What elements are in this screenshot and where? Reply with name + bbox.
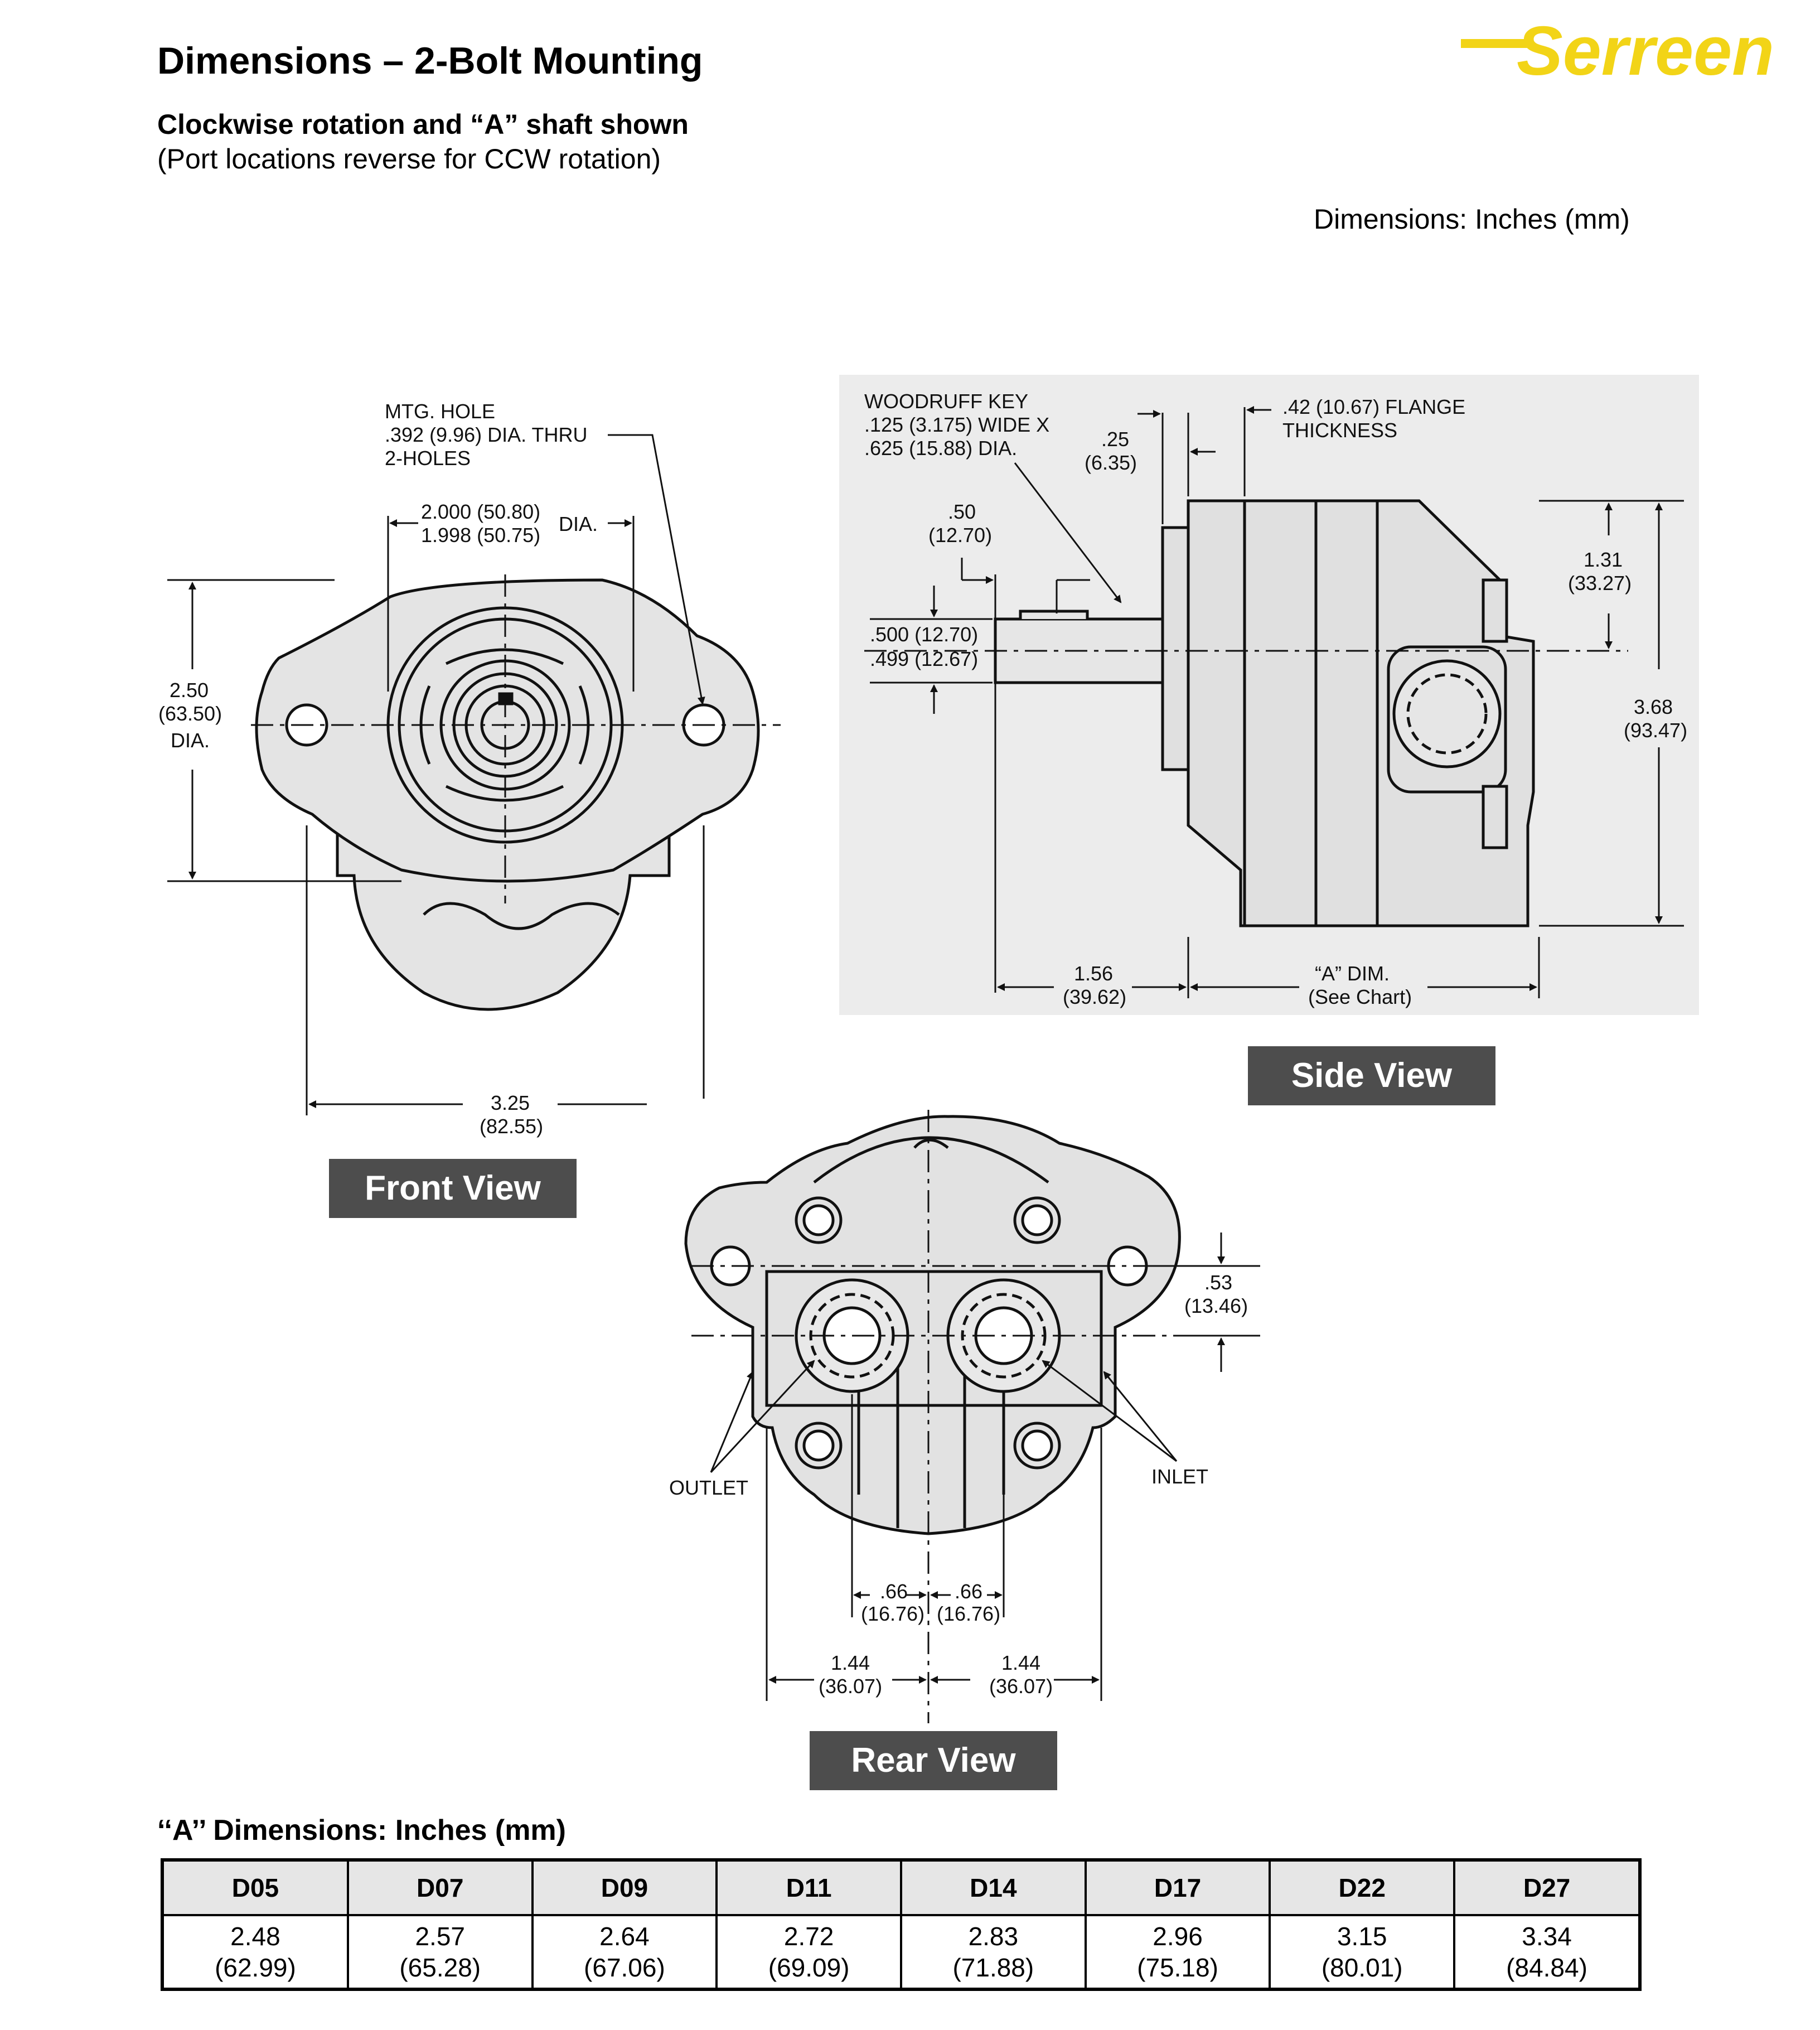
dimension-label: .500 (12.70) [870, 623, 978, 646]
dimension-label: .625 (15.88) DIA. [864, 437, 1017, 460]
rear-view-dimensions [710, 1232, 1260, 1701]
dimension-label: (63.50) [158, 702, 222, 725]
model-header: D09 [531, 1859, 718, 1916]
dimension-label: (12.70) [928, 524, 992, 547]
dimension-label: .42 (10.67) FLANGE [1282, 395, 1465, 418]
table-cell: 3.15(80.01) [1269, 1914, 1456, 1990]
side-view-dimensions [870, 406, 1684, 998]
dimension-label: (39.62) [1063, 985, 1126, 1008]
dimension-label: (33.27) [1568, 572, 1632, 594]
table-header-row: D05 D07 D09 D11 D14 D17 D22 D27 [161, 1859, 1641, 1916]
dimension-label: .50 [948, 500, 976, 523]
side-view-label: Side View [1248, 1046, 1495, 1105]
front-view-centerlines [251, 574, 781, 903]
dimension-label: (6.35) [1085, 451, 1137, 474]
dimension-label: DIA. [171, 729, 210, 752]
dimension-label: (36.07) [989, 1675, 1053, 1698]
dimension-label: .499 (12.67) [870, 647, 978, 670]
units-note: Dimensions: Inches (mm) [1314, 204, 1630, 235]
model-header: D05 [161, 1859, 349, 1916]
table-cell: 2.96(75.18) [1084, 1914, 1271, 1990]
dimension-label: .53 [1204, 1271, 1232, 1294]
dimension-label: (See Chart) [1308, 985, 1412, 1008]
logo-wordmark: Serreen [1517, 13, 1774, 86]
brand-logo: Serreen [1461, 13, 1774, 86]
table-cell: 2.72(69.09) [715, 1914, 902, 1990]
table-cell: 2.57(65.28) [346, 1914, 534, 1990]
table-cell: 3.34(84.84) [1453, 1914, 1641, 1990]
rear-view-drawing [684, 1115, 1181, 1535]
dimension-label: DIA. [559, 513, 598, 535]
front-view-text: MTG. HOLE .392 (9.96) DIA. THRU 2-HOLES … [158, 400, 598, 1138]
dimension-label: (82.55) [480, 1115, 543, 1138]
dimension-label: “A” DIM. [1315, 962, 1390, 985]
dimension-label: 3.68 [1634, 695, 1673, 718]
dimension-label: OUTLET [669, 1476, 748, 1499]
dimension-label: (16.76) [937, 1602, 1000, 1625]
model-header: D14 [899, 1859, 1087, 1916]
dimension-label: (93.47) [1624, 719, 1687, 742]
model-header: D22 [1269, 1859, 1456, 1916]
page-subtitle: Clockwise rotation and “A” shaft shown [157, 109, 689, 140]
front-view-drawing [255, 578, 760, 1011]
dimension-label: 2-HOLES [385, 447, 471, 470]
dimension-label: .392 (9.96) DIA. THRU [385, 423, 587, 446]
dimension-label: MTG. HOLE [385, 400, 495, 423]
model-header: D17 [1084, 1859, 1271, 1916]
dimension-label: (13.46) [1184, 1294, 1248, 1317]
dimension-label: .125 (3.175) WIDE X [864, 413, 1049, 436]
model-header: D11 [715, 1859, 902, 1916]
dimension-label: THICKNESS [1282, 419, 1397, 442]
dimension-label: (16.76) [861, 1602, 924, 1625]
dimension-label: 1.31 [1584, 548, 1623, 571]
dimension-label: 1.56 [1074, 962, 1113, 985]
a-dimensions-table: D05 D07 D09 D11 D14 D17 D22 D27 2.48(62.… [161, 1858, 1642, 1991]
model-header: D07 [346, 1859, 534, 1916]
dimension-label: WOODRUFF KEY [864, 390, 1028, 413]
dimension-label: (36.07) [819, 1675, 882, 1698]
side-view-text: WOODRUFF KEY .125 (3.175) WIDE X .625 (1… [864, 390, 1687, 1008]
dimension-label: 2.000 (50.80) [421, 500, 540, 523]
front-view-label: Front View [329, 1159, 577, 1218]
dimension-label: .25 [1101, 428, 1129, 451]
rear-view-label: Rear View [810, 1731, 1057, 1790]
model-header: D27 [1453, 1859, 1641, 1916]
table-cell: 2.83(71.88) [899, 1914, 1087, 1990]
table-row: 2.48(62.99) 2.57(65.28) 2.64(67.06) 2.72… [161, 1914, 1641, 1990]
dimension-label: 1.44 [1001, 1651, 1040, 1674]
dimension-label: INLET [1151, 1465, 1208, 1488]
page-title: Dimensions – 2-Bolt Mounting [157, 40, 703, 82]
rear-view-centerlines [691, 1110, 1177, 1723]
dimension-label: .66 [955, 1580, 982, 1603]
dimension-label: .66 [880, 1580, 908, 1603]
table-cell: 2.48(62.99) [161, 1914, 349, 1990]
front-view-dimensions [167, 434, 705, 1115]
rear-view-text: .53 (13.46) OUTLET INLET .66 (16.76) .66… [669, 1271, 1248, 1698]
dimension-label: 2.50 [170, 679, 209, 702]
a-dimensions-title: ‘‘A’’ Dimensions: Inches (mm) [157, 1814, 566, 1847]
rotation-note: (Port locations reverse for CCW rotation… [157, 143, 661, 175]
side-view-drawing [994, 499, 1535, 927]
dimension-label: 1.998 (50.75) [421, 524, 540, 547]
dimension-label: 3.25 [491, 1091, 530, 1114]
dimension-label: 1.44 [831, 1651, 870, 1674]
table-cell: 2.64(67.06) [531, 1914, 718, 1990]
